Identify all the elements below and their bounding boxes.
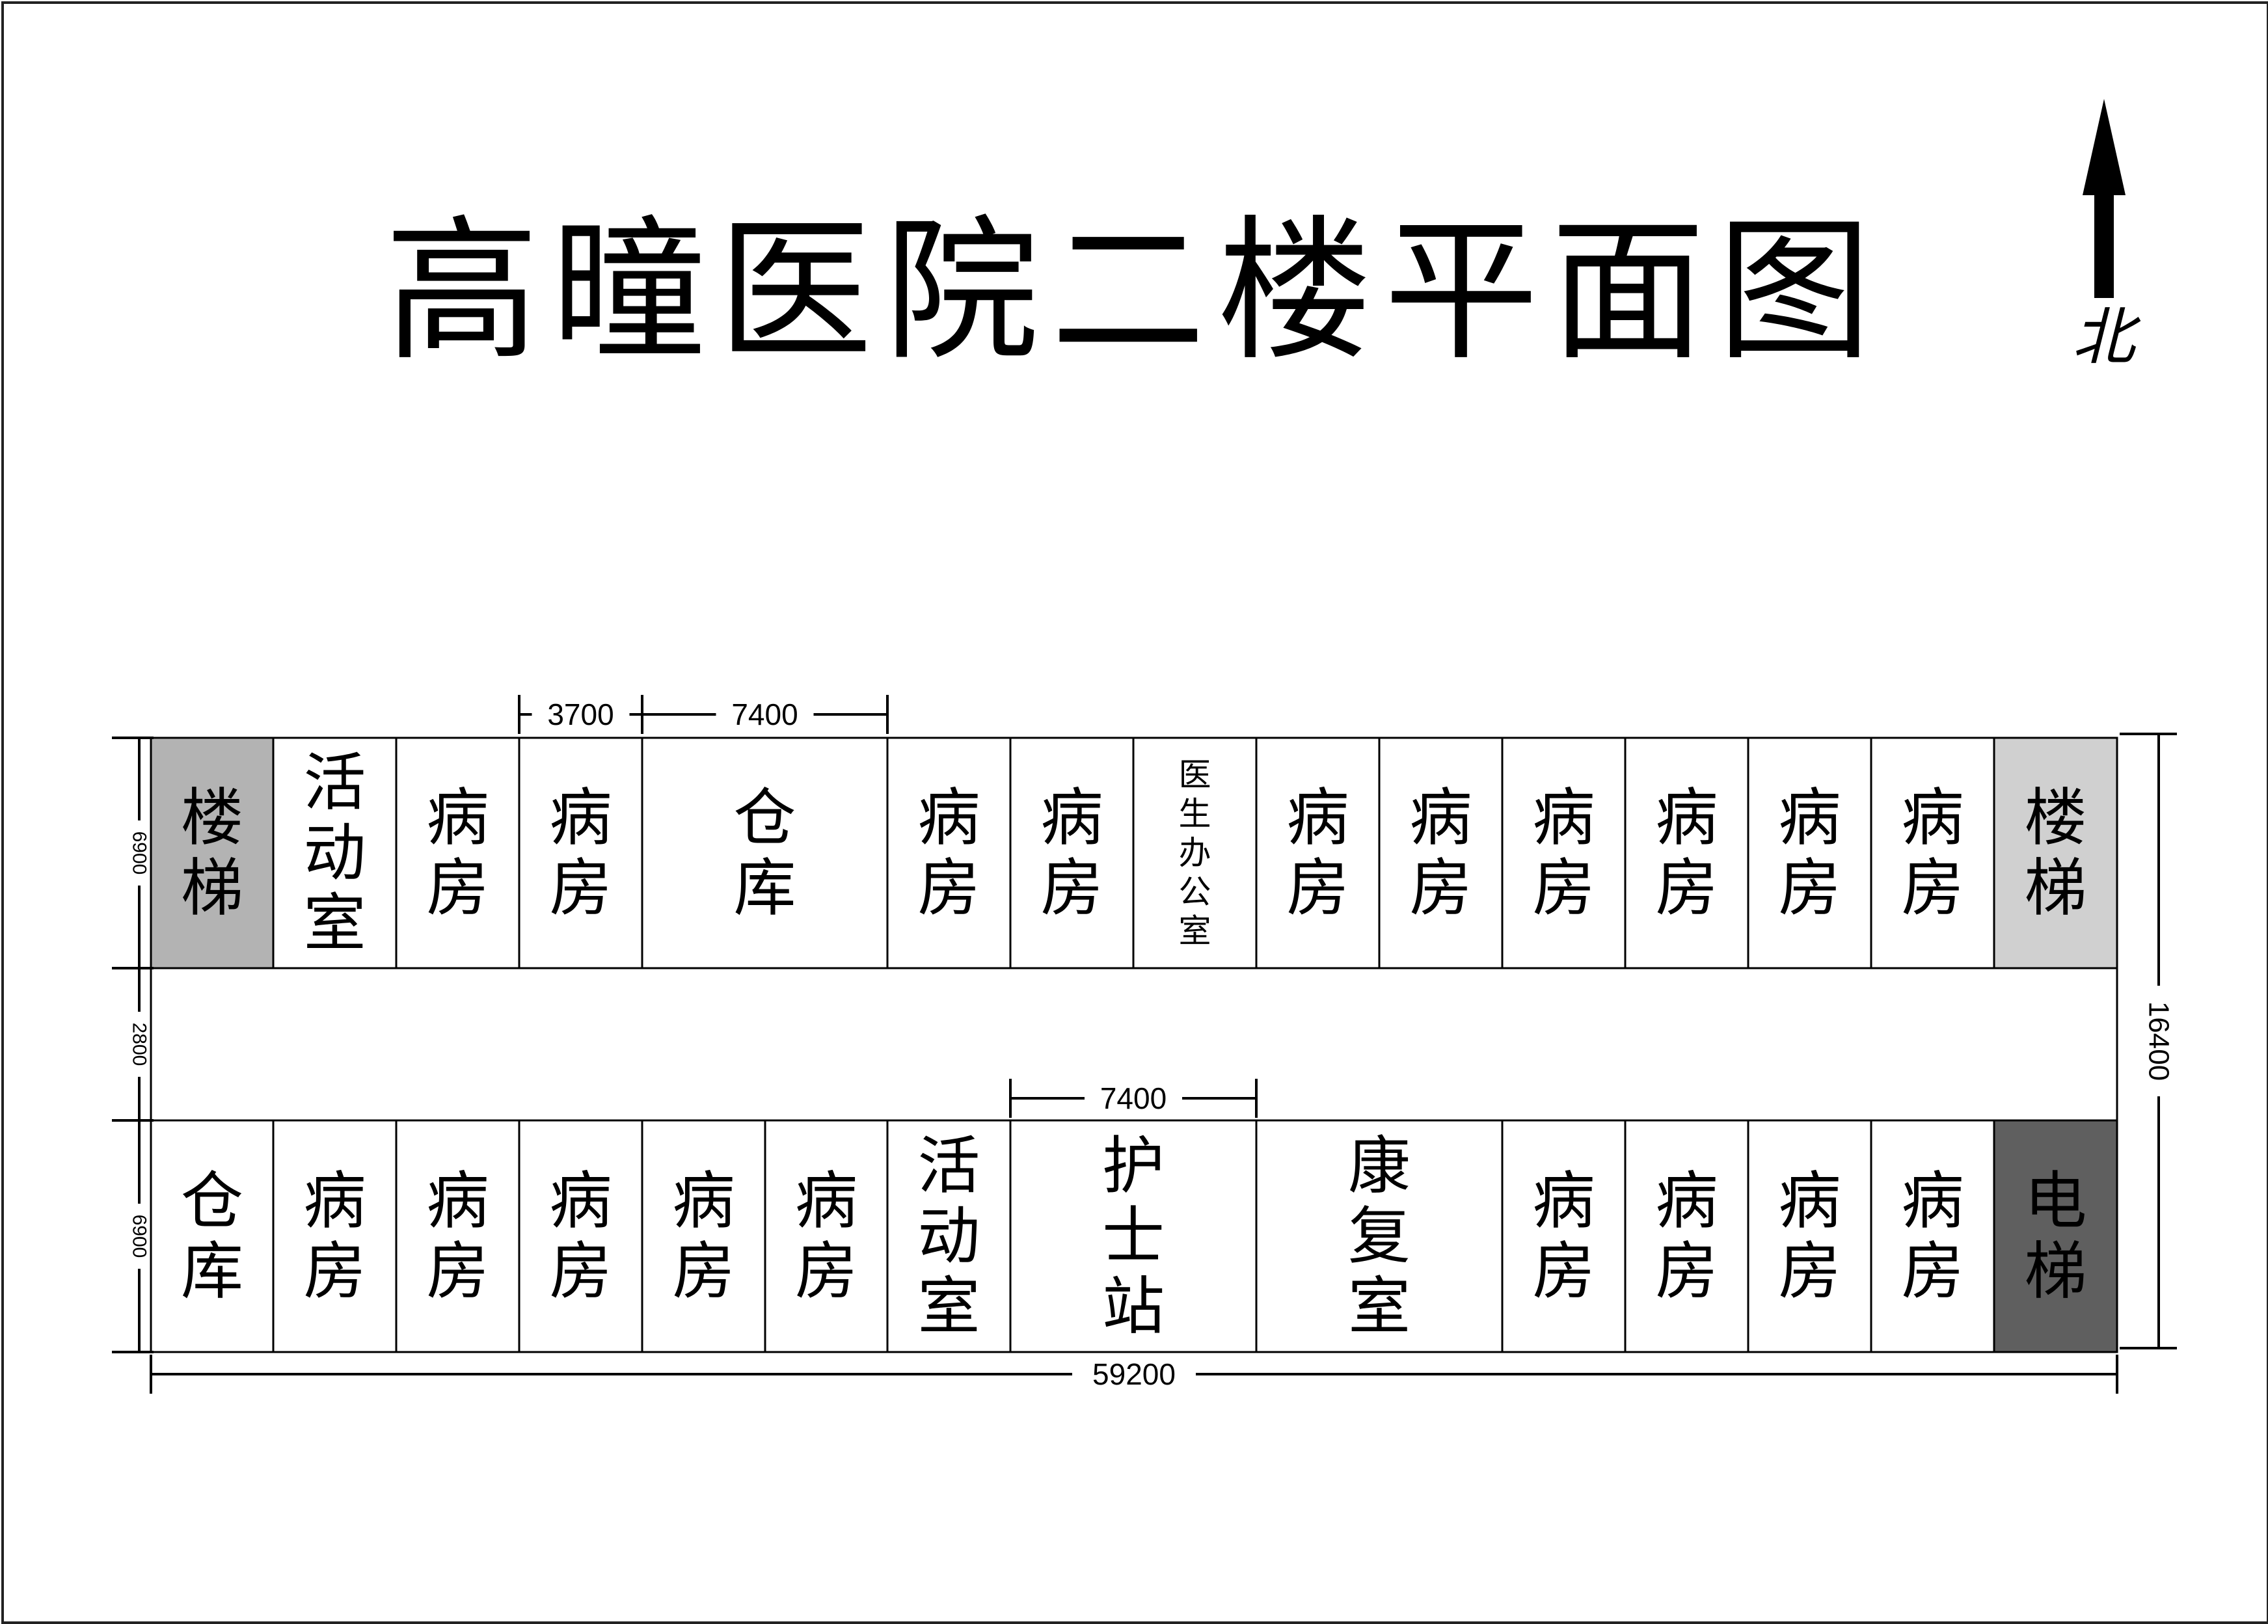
north-room-15 (1993, 737, 2118, 969)
north-room-label-1: 楼梯 (181, 781, 243, 925)
south-room-label-8: 护士站 (1102, 1130, 1165, 1343)
dim-corridor-depth-label: 2800 (129, 1023, 150, 1066)
south-room-label-4: 病房 (550, 1165, 612, 1308)
dim-top-room-label: 3700 (547, 697, 614, 731)
south-room-1 (150, 1119, 275, 1353)
north-room-label-13: 病房 (1779, 781, 1841, 925)
south-room-label-2: 病房 (304, 1165, 366, 1308)
north-room-2 (272, 737, 398, 969)
south-room-label-1: 仓库 (181, 1165, 243, 1308)
south-room-3 (395, 1119, 520, 1353)
north-room-label-7: 病房 (1041, 781, 1103, 925)
south-room-label-13: 病房 (1902, 1165, 1964, 1308)
north-room-13 (1747, 737, 1872, 969)
south-room-12 (1747, 1119, 1872, 1353)
north-room-4 (518, 737, 643, 969)
north-room-label-9: 病房 (1287, 781, 1349, 925)
dim-south-depth-label: 6900 (129, 1215, 150, 1258)
south-room-label-14: 电梯 (2025, 1165, 2087, 1308)
north-room-label-3: 病房 (427, 781, 489, 925)
north-room-label-8: 医生办公室 (1179, 756, 1211, 950)
dim-north-depth-label: 6900 (129, 832, 150, 875)
south-room-label-3: 病房 (427, 1165, 489, 1308)
north-room-label-6: 病房 (918, 781, 980, 925)
north-label: 北 (2072, 301, 2135, 373)
south-room-label-5: 病房 (673, 1165, 735, 1308)
south-room-label-12: 病房 (1779, 1165, 1841, 1308)
south-room-2 (272, 1119, 398, 1353)
south-room-label-6: 病房 (795, 1165, 857, 1308)
south-room-label-10: 病房 (1533, 1165, 1595, 1308)
south-room-13 (1870, 1119, 1995, 1353)
north-room-1 (150, 737, 275, 969)
north-room-label-5: 仓库 (734, 781, 796, 925)
north-room-label-4: 病房 (550, 781, 612, 925)
north-room-label-15: 楼梯 (2025, 781, 2087, 925)
south-room-11 (1624, 1119, 1749, 1353)
dim-top-storage-label: 7400 (731, 697, 798, 731)
south-room-5 (641, 1119, 766, 1353)
north-room-label-11: 病房 (1533, 781, 1595, 925)
south-room-4 (518, 1119, 643, 1353)
north-arrow-head (2083, 99, 2126, 195)
north-room-7 (1009, 737, 1135, 969)
south-room-9 (1255, 1119, 1504, 1353)
south-room-label-9: 康复室 (1348, 1130, 1411, 1343)
south-room-7 (886, 1119, 1012, 1353)
dim-total-width-label: 59200 (1092, 1357, 1176, 1391)
north-arrow-shaft (2094, 193, 2114, 298)
north-room-11 (1501, 737, 1627, 969)
north-room-label-14: 病房 (1902, 781, 1964, 925)
north-room-label-2: 活动室 (304, 746, 366, 960)
north-room-12 (1624, 737, 1749, 969)
north-room-9 (1255, 737, 1381, 969)
north-room-5 (641, 737, 889, 969)
dim-nurse-station-label: 7400 (1100, 1081, 1167, 1115)
dim-total-depth-label: 16400 (2143, 1001, 2175, 1081)
north-room-3 (395, 737, 520, 969)
north-room-label-12: 病房 (1656, 781, 1718, 925)
page-title: 高曈医院二楼平面图 (385, 202, 1883, 382)
south-room-14 (1993, 1119, 2118, 1353)
north-arrow-icon (2083, 99, 2126, 298)
south-room-label-7: 活动室 (918, 1130, 980, 1343)
corridor (150, 967, 2118, 1122)
north-room-label-10: 病房 (1410, 781, 1472, 925)
south-room-label-11: 病房 (1656, 1165, 1718, 1308)
